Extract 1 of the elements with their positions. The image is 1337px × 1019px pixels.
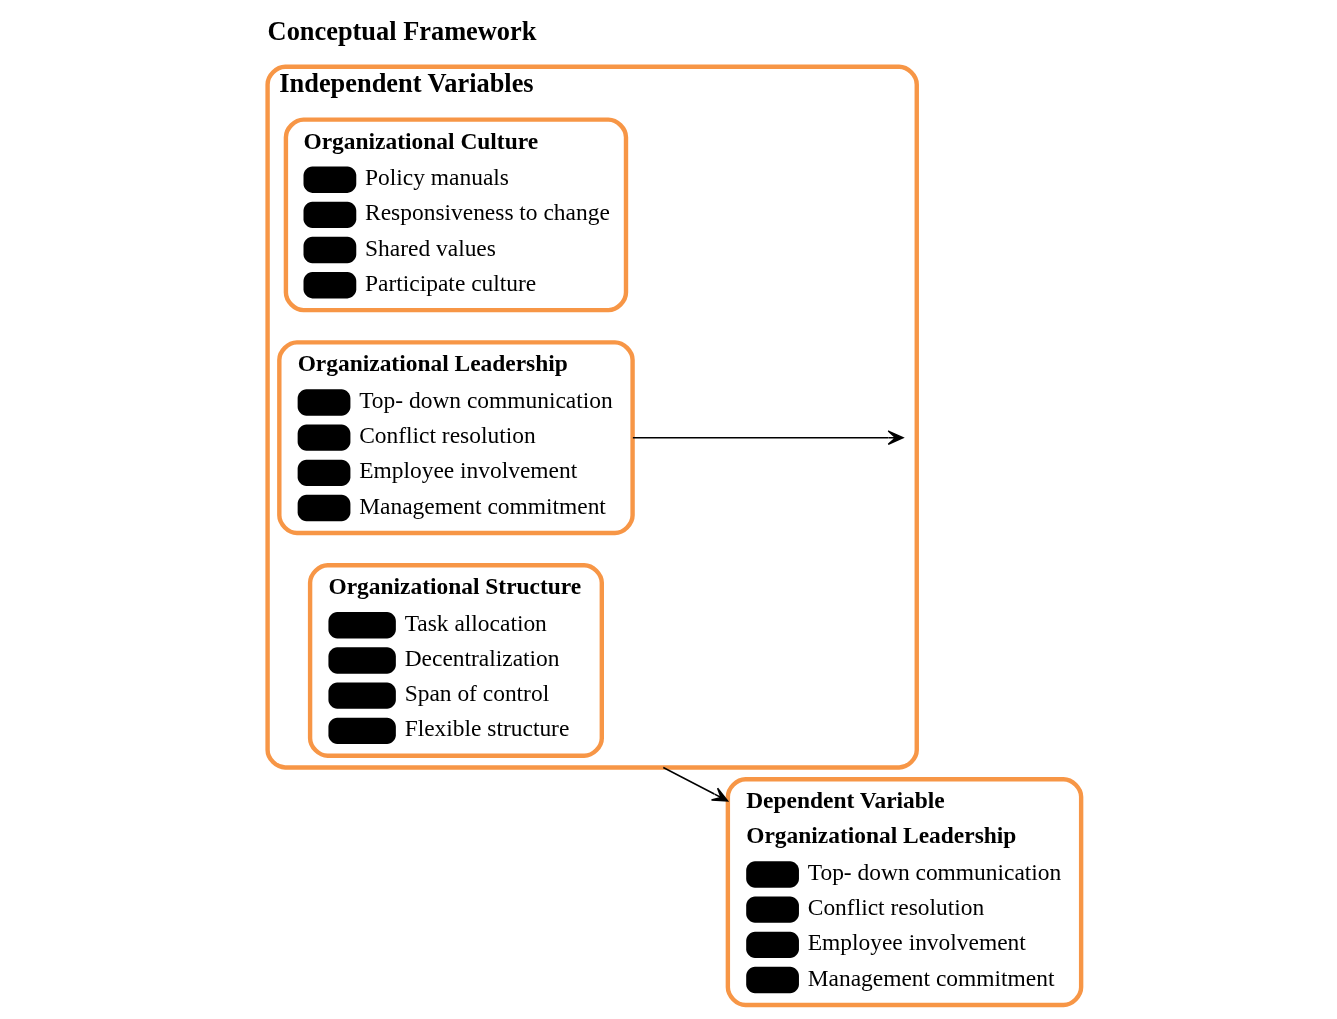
diagram-title: Conceptual Framework	[267, 15, 537, 46]
